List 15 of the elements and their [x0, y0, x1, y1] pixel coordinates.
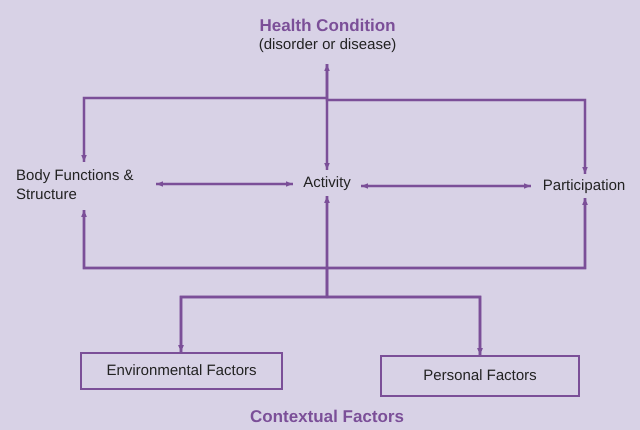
heading-text: Health Condition: [260, 15, 396, 36]
subheading-text: (disorder or disease): [258, 36, 396, 55]
node-label: Environmental Factors: [106, 362, 257, 380]
section-label: Contextual Factors: [249, 406, 405, 428]
arrow: [156, 181, 293, 187]
factor-box: [80, 352, 283, 390]
node-label: Body Functions & Structure: [16, 167, 135, 205]
node-label: Activity: [303, 174, 351, 192]
arrow: [326, 64, 588, 174]
arrow: [326, 198, 588, 355]
node-label: Participation: [542, 176, 626, 196]
node-label: Personal Factors: [423, 366, 537, 386]
factor-box: [380, 355, 580, 397]
arrow: [361, 183, 531, 189]
arrow: [324, 64, 330, 170]
